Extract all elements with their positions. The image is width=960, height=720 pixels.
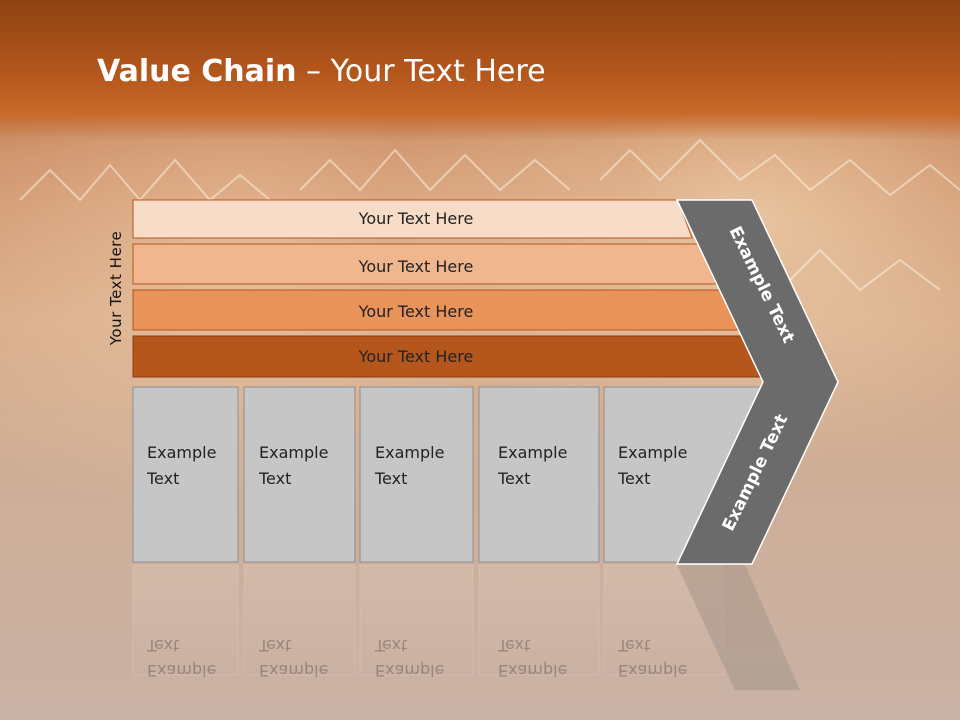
box-1-line1: Example: [147, 443, 216, 462]
box-5-line1: Example: [618, 443, 687, 462]
title-bold: Value Chain: [97, 54, 297, 89]
reflection: [132, 564, 800, 690]
box-3-line2: Text: [374, 469, 407, 488]
title-rest: – Your Text Here: [296, 54, 546, 89]
band-4-label: Your Text Here: [358, 347, 474, 366]
box-4-line2: Text: [497, 469, 530, 488]
refl-box-1-line1: Example: [147, 661, 216, 680]
box-3-line1: Example: [375, 443, 444, 462]
refl-box-2-line1: Example: [259, 661, 328, 680]
box-4-line1: Example: [498, 443, 567, 462]
box-1: [132, 386, 239, 563]
refl-box-3-line1: Example: [375, 661, 444, 680]
band-3-label: Your Text Here: [358, 302, 474, 321]
box-2-line1: Example: [259, 443, 328, 462]
slide-title: Value Chain – Your Text Here: [97, 54, 546, 89]
refl-box-2-line2: Text: [258, 636, 291, 655]
box-4: [478, 386, 600, 563]
box-2-line2: Text: [258, 469, 291, 488]
reflected-text: Example Text Example Text Example Text E…: [146, 636, 687, 680]
refl-box-1-line2: Text: [146, 636, 179, 655]
band-2-label: Your Text Here: [358, 257, 474, 276]
box-1-line2: Text: [146, 469, 179, 488]
title-band: [0, 0, 960, 140]
refl-box-5-line1: Example: [618, 661, 687, 680]
refl-box-4-line1: Example: [498, 661, 567, 680]
band-1: [132, 199, 693, 239]
box-5-line2: Text: [617, 469, 650, 488]
refl-box-4-line2: Text: [497, 636, 530, 655]
box-3: [359, 386, 474, 563]
refl-box-3-line2: Text: [374, 636, 407, 655]
chevron-arrow: [675, 199, 839, 565]
band-1-label: Your Text Here: [358, 209, 474, 228]
refl-box-5-line2: Text: [617, 636, 650, 655]
box-2: [243, 386, 356, 563]
